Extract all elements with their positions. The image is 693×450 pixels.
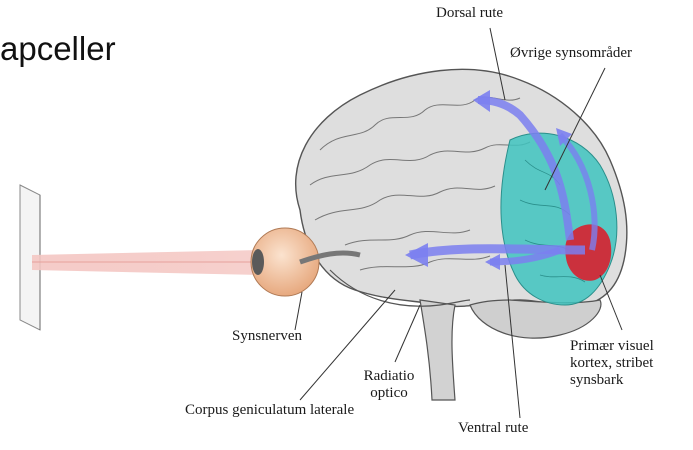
label-primary-line2: kortex, stribet (570, 355, 654, 372)
label-dorsal-route: Dorsal rute (436, 5, 503, 22)
label-lateral-geniculate: Corpus geniculatum laterale (185, 402, 354, 419)
label-radiatio-line1: Radiatio (354, 368, 424, 385)
label-optic-nerve: Synsnerven (232, 328, 302, 345)
label-radiatio-optico: Radiatio optico (354, 368, 424, 402)
label-radiatio-line2: optico (354, 385, 424, 402)
label-ventral-route: Ventral rute (458, 420, 528, 437)
label-primary-line1: Primær visuel (570, 338, 654, 355)
label-primary-line3: synsbark (570, 372, 654, 389)
label-other-visual-areas: Øvrige synsområder (510, 45, 632, 62)
label-primary-visual-cortex: Primær visuel kortex, stribet synsbark (570, 338, 654, 389)
